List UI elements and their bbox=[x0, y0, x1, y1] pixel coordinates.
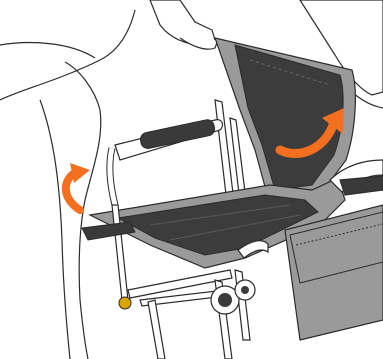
latch bbox=[119, 297, 131, 309]
footplate bbox=[82, 222, 135, 240]
leg-lift-arrow bbox=[66, 163, 90, 210]
armrest bbox=[110, 118, 223, 205]
